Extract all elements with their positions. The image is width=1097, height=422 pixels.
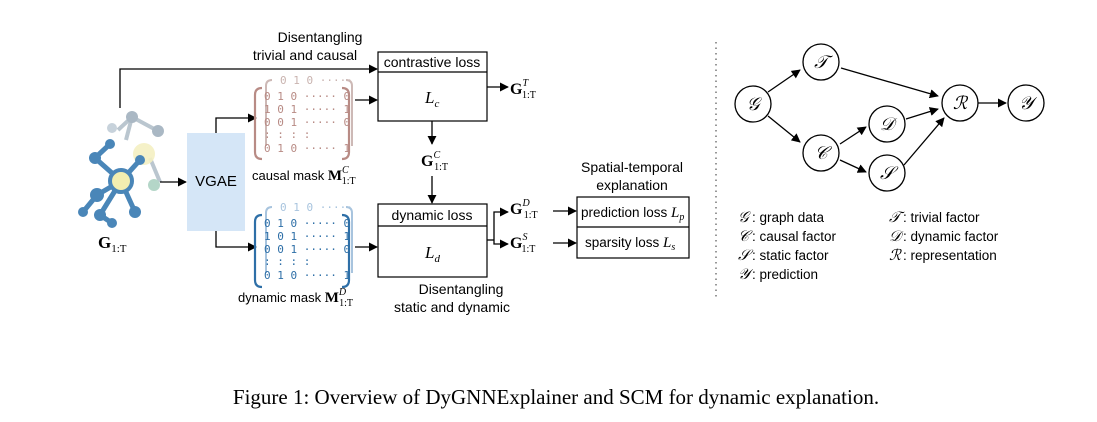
svg-text:𝒢: 𝒢 <box>738 210 751 226</box>
edge-T-R <box>840 67 939 99</box>
node-G-label: 𝒢 <box>747 94 763 114</box>
svg-text:: : : :: : : : : <box>264 255 310 268</box>
figure-caption: Figure 1: Overview of DyGNNExplainer and… <box>233 385 879 409</box>
svg-text:: prediction: : prediction <box>752 267 818 282</box>
causal-mask-matrix: 0 1 0 ····· 0 1 0 ····· 0 1 0 1 ····· 1 … <box>253 74 353 161</box>
svg-text:ℛ: ℛ <box>889 248 902 264</box>
contrastive-loss-box <box>377 51 488 122</box>
svg-text:0 0 1 ····· 0: 0 0 1 ····· 0 <box>264 243 350 256</box>
arrow-vgae-dynamic <box>215 231 257 252</box>
svg-text:: static factor: : static factor <box>752 248 829 263</box>
vgae-box <box>187 133 245 231</box>
node-D <box>868 105 906 143</box>
legend-item-trivial-factor: 𝒯 : trivial factor <box>889 210 980 226</box>
svg-text:𝒞: 𝒞 <box>738 229 753 245</box>
node-G <box>734 85 772 123</box>
svg-text:0 1 0 ····· 0: 0 1 0 ····· 0 <box>264 90 350 103</box>
edge-G-T <box>767 69 801 93</box>
svg-text:0 1 0 ·····: 0 1 0 ····· <box>280 74 353 87</box>
svg-text:𝒟: 𝒟 <box>889 229 904 245</box>
node-T <box>802 43 840 81</box>
svg-text:0 1 0 ····· 1: 0 1 0 ····· 1 <box>264 142 350 155</box>
scm-legend: 𝒢 : graph data 𝒞 : causal factor 𝒮 : sta… <box>738 210 999 283</box>
edge-C-S <box>839 159 867 173</box>
node-C <box>802 134 840 172</box>
legend-item-static-factor: 𝒮 : static factor <box>738 248 829 264</box>
legend-item-prediction: 𝒴 : prediction <box>738 267 818 283</box>
dynamic-mask-matrix: 0 1 0 ····· 0 1 0 ····· 0 1 0 1 ····· 1 … <box>253 201 353 289</box>
svg-text:0 1 0 ·····: 0 1 0 ····· <box>280 201 353 214</box>
svg-text:0 0 1 ····· 0: 0 0 1 ····· 0 <box>264 116 350 129</box>
svg-text:: graph data: : graph data <box>752 210 825 225</box>
svg-text:: causal factor: : causal factor <box>752 229 837 244</box>
node-D-label: 𝒟 <box>880 114 898 134</box>
contrastive-loss-title: contrastive loss <box>384 54 480 70</box>
node-R <box>941 84 979 122</box>
svg-text:0 1 0 ····· 0: 0 1 0 ····· 0 <box>264 217 350 230</box>
legend-item-causal-factor: 𝒞 : causal factor <box>738 229 837 245</box>
top-annotation-line2: trivial and causal <box>253 47 357 63</box>
sparsity-loss-label: sparsity loss Ls <box>585 235 675 253</box>
arrow-input-contrastive <box>119 64 378 108</box>
svg-text:: dynamic factor: : dynamic factor <box>903 229 999 244</box>
edge-G-C <box>767 115 801 143</box>
spatial-temporal-line1: Spatial-temporal <box>581 159 683 175</box>
svg-text:: : : :: : : : : <box>264 128 310 141</box>
top-annotation-line1: Disentangling <box>278 29 363 45</box>
edge-S-R <box>903 117 945 166</box>
graph-label: G1:T <box>98 233 127 255</box>
prediction-loss-label: prediction loss Lp <box>581 205 684 223</box>
edge-C-D <box>839 126 867 145</box>
dynamic-loss-title: dynamic loss <box>392 207 473 223</box>
legend-item-dynamic-factor: 𝒟 : dynamic factor <box>889 229 999 245</box>
spatial-temporal-line2: explanation <box>596 177 668 193</box>
arrow-dynamicloss-dynamic <box>493 207 509 240</box>
node-Y <box>1007 84 1045 122</box>
svg-text:1 0 1 ····· 1: 1 0 1 ····· 1 <box>264 103 350 116</box>
bottom-annotation-line2: static and dynamic <box>394 299 510 315</box>
node-R-label: ℛ <box>953 93 969 113</box>
input-graph-icon <box>78 111 164 228</box>
vgae-label: VGAE <box>195 173 237 190</box>
scm-diagram: 𝒢 𝒯 𝒞 𝒟 𝒮 ℛ 𝒴 <box>734 43 1045 192</box>
arrow-vgae-causal <box>215 113 257 133</box>
svg-text:1 0 1 ····· 1: 1 0 1 ····· 1 <box>264 230 350 243</box>
svg-text:: representation: : representation <box>903 248 997 263</box>
arrow-dynamicloss-static <box>493 239 509 249</box>
node-S <box>868 154 906 192</box>
dynamic-loss-symbol: Ld <box>424 243 440 265</box>
legend-item-graph-data: 𝒢 : graph data <box>738 210 825 226</box>
contrastive-loss-symbol: Lc <box>424 88 439 110</box>
bottom-annotation-line1: Disentangling <box>419 281 504 297</box>
legend-item-representation: ℛ : representation <box>889 248 997 264</box>
svg-text:: trivial factor: : trivial factor <box>903 210 980 225</box>
edge-D-R <box>905 107 939 120</box>
svg-text:0 1 0 ····· 1: 0 1 0 ····· 1 <box>264 269 350 282</box>
